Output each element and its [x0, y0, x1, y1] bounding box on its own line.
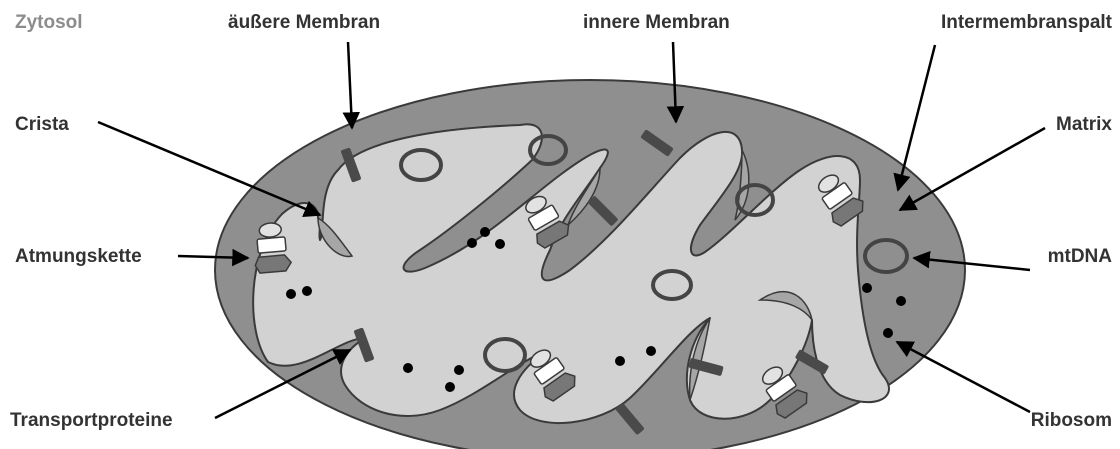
arrow-ribosom — [897, 342, 1030, 412]
label-zytosol: Zytosol — [15, 12, 83, 33]
label-intermembranspalt: Intermembranspalt — [941, 12, 1113, 33]
ribosome — [896, 296, 906, 306]
arrow-intermembranspalt — [898, 45, 935, 190]
ribosome — [480, 227, 490, 237]
ribosome — [302, 286, 312, 296]
ribosome — [615, 356, 625, 366]
ribosome — [646, 346, 656, 356]
label-aeussere-membran: äußere Membran — [228, 12, 380, 33]
arrow-matrix — [900, 128, 1045, 210]
ribosome — [454, 365, 464, 375]
label-crista: Crista — [15, 114, 69, 135]
label-transportproteine: Transportproteine — [10, 410, 173, 431]
ribosome — [403, 363, 413, 373]
label-matrix: Matrix — [1056, 114, 1112, 135]
ribosome — [883, 328, 893, 338]
ribosome — [467, 238, 477, 248]
ribosome — [495, 239, 505, 249]
ribosome — [286, 289, 296, 299]
label-mtdna: mtDNA — [1048, 246, 1113, 267]
ribosome — [862, 283, 872, 293]
label-innere-membran: innere Membran — [583, 12, 730, 33]
label-ribosom: Ribosom — [1031, 410, 1112, 431]
label-atmungskette: Atmungskette — [15, 246, 142, 267]
arrow-aeussere-membran — [348, 42, 352, 128]
ribosome — [445, 382, 455, 392]
